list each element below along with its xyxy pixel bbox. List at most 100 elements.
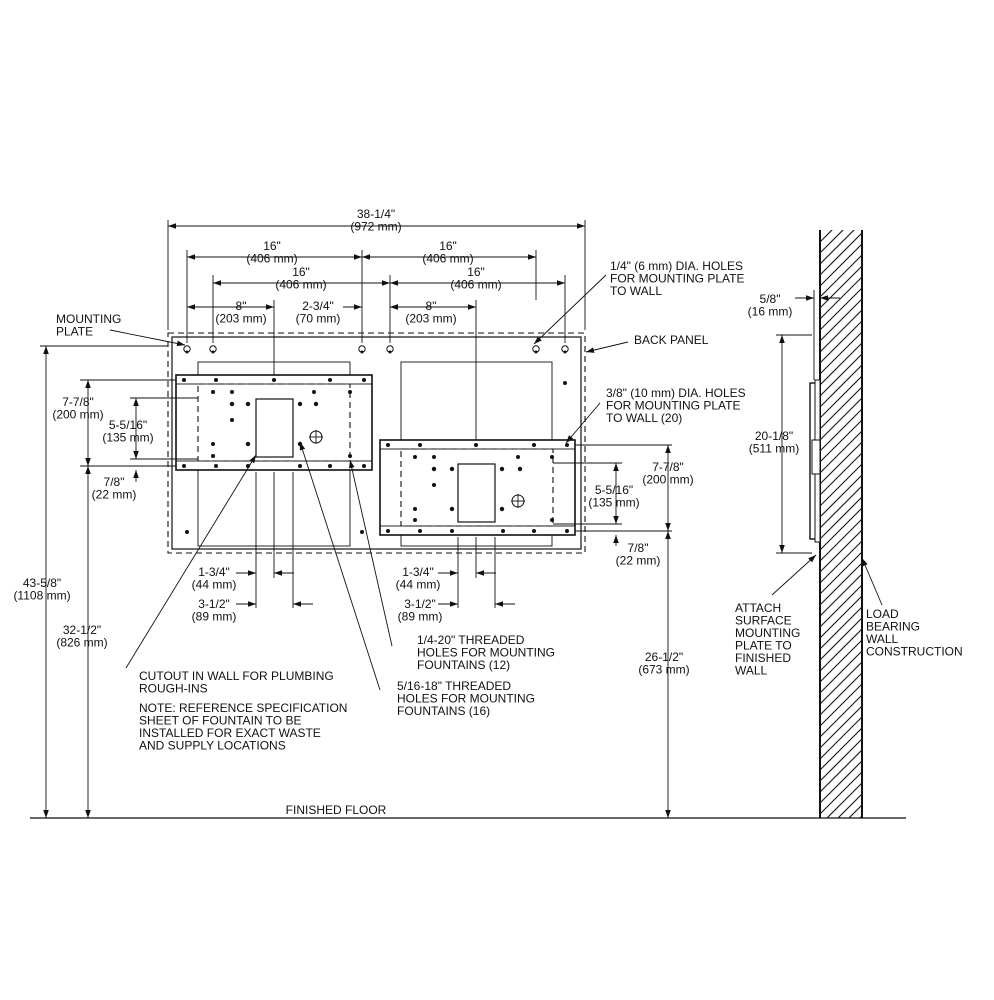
label-line: CONSTRUCTION: [866, 645, 963, 659]
height-43-5-8-label: 43-5/8"(1108 mm): [13, 576, 70, 603]
hatch-line: [820, 276, 862, 320]
label-line: (511 mm): [749, 442, 799, 456]
hatch-line: [820, 849, 862, 891]
label-line: (22 mm): [92, 488, 137, 502]
label-line: BACK PANEL: [634, 333, 709, 347]
label-line: 2-3/4": [302, 299, 334, 313]
label-line: 5-5/16": [595, 483, 633, 497]
label-line: 1/4" (6 mm) DIA. HOLES: [610, 259, 743, 273]
label-line: CUTOUT IN WALL FOR PLUMBING: [139, 669, 334, 683]
label-line: NOTE: REFERENCE SPECIFICATION: [139, 701, 347, 715]
hatch-line: [820, 265, 862, 309]
label-line: (1108 mm): [13, 589, 70, 603]
label-line: AND SUPPLY LOCATIONS: [139, 739, 286, 753]
label-line: (972 mm): [350, 220, 401, 234]
label-line: TO WALL: [610, 284, 662, 298]
label-line: (44 mm): [396, 578, 441, 592]
hatch-line: [820, 518, 862, 562]
label-line: 16": [263, 239, 281, 253]
right-3-1-2-label: 3-1/2"(89 mm): [398, 597, 443, 624]
hatch-line: [820, 661, 862, 705]
label-line: SHEET OF FOUNTAIN TO BE: [139, 714, 301, 728]
left-8-label: 8"(203 mm): [215, 299, 266, 326]
label-line: HOLES FOR MOUNTING: [397, 692, 535, 706]
right-mounting-plate: [379, 439, 576, 536]
label-line: 1-3/4": [402, 565, 434, 579]
right-vertical-dimensions: [553, 444, 672, 818]
label-line: (22 mm): [616, 554, 661, 568]
label-line: (406 mm): [246, 252, 297, 266]
left-7-7-8-label: 7-7/8"(200 mm): [52, 395, 103, 422]
hatch-line: [820, 386, 862, 430]
label-line: 16": [467, 265, 485, 279]
label-line: (135 mm): [102, 431, 153, 445]
left-3-1-2-label: 3-1/2"(89 mm): [192, 597, 237, 624]
label-line: HOLES FOR MOUNTING: [417, 646, 555, 660]
hatch-line: [820, 331, 862, 375]
hatch-line: [820, 474, 862, 518]
label-line: MOUNTING: [735, 626, 800, 640]
hatch-line: [820, 705, 862, 749]
hatch-line: [820, 573, 862, 617]
label-line: 5/8": [760, 292, 781, 306]
hatch-line: [820, 298, 862, 342]
label-line: 1/4-20" THREADED: [417, 633, 525, 647]
hatch-line: [820, 540, 862, 584]
label-line: 1-3/4": [198, 565, 230, 579]
label-line: (16 mm): [748, 305, 793, 319]
leader-lines: [109, 274, 629, 691]
hatch-line: [820, 397, 862, 441]
label-line: (200 mm): [52, 408, 103, 422]
hatch-line: [820, 827, 862, 869]
label-line: (135 mm): [588, 496, 639, 510]
hatch-line: [820, 230, 833, 243]
label-line: WALL: [866, 632, 899, 646]
label-line: 8": [236, 299, 247, 313]
hatch-line: [820, 760, 862, 804]
label-line: 43-5/8": [23, 576, 61, 590]
hatch-line: [820, 441, 862, 485]
hatch-line: [820, 771, 862, 815]
hatch-line: [820, 232, 862, 276]
hatch-line: [820, 683, 862, 727]
height-32-1-2-label: 32-1/2"(826 mm): [56, 623, 107, 650]
label-line: 5/16-18" THREADED: [397, 679, 511, 693]
hatch-line: [820, 749, 862, 793]
hatch-line: [820, 419, 862, 463]
right-plumbing-cutout: [457, 463, 496, 523]
label-line: 26-1/2": [645, 650, 683, 664]
label-line: (406 mm): [422, 252, 473, 266]
hatch-line: [820, 342, 862, 386]
hatch-line: [848, 804, 862, 818]
finished-floor-label: FINISHED FLOOR: [286, 803, 387, 817]
top-dimensions: [167, 220, 586, 440]
label-line: 7-7/8": [62, 395, 94, 409]
right-8-label: 8"(203 mm): [405, 299, 456, 326]
hatch-line: [820, 672, 862, 716]
hatch-line: [820, 716, 862, 760]
dimension-labels: 38-1/4"(972 mm) 16"(406 mm) 16"(406 mm) …: [13, 207, 962, 817]
hatch-line: [820, 243, 862, 287]
hatch-line: [820, 838, 862, 880]
label-line: (406 mm): [450, 278, 501, 292]
left-mounting-plate: [175, 374, 373, 471]
label-line: 16": [292, 265, 310, 279]
overall-width-label: 38-1/4"(972 mm): [350, 207, 401, 234]
label-line: 32-1/2": [63, 623, 101, 637]
left-vertical-dimensions: [40, 345, 198, 818]
label-line: WALL: [735, 664, 768, 678]
top-right-16-label: 16"(406 mm): [422, 239, 473, 266]
left-7-8-label: 7/8"(22 mm): [92, 475, 137, 502]
hatch-line: [820, 584, 862, 628]
hatch-line: [820, 485, 862, 529]
back-panel-label: BACK PANEL: [634, 333, 709, 347]
label-line: FOR MOUNTING PLATE: [606, 399, 740, 413]
hatch-line: [820, 551, 862, 595]
label-line: 7/8": [628, 541, 649, 555]
left-5-5-16-label: 5-5/16"(135 mm): [102, 418, 153, 445]
center-2-3-4-label: 2-3/4"(70 mm): [296, 299, 341, 326]
label-line: (673 mm): [638, 663, 689, 677]
